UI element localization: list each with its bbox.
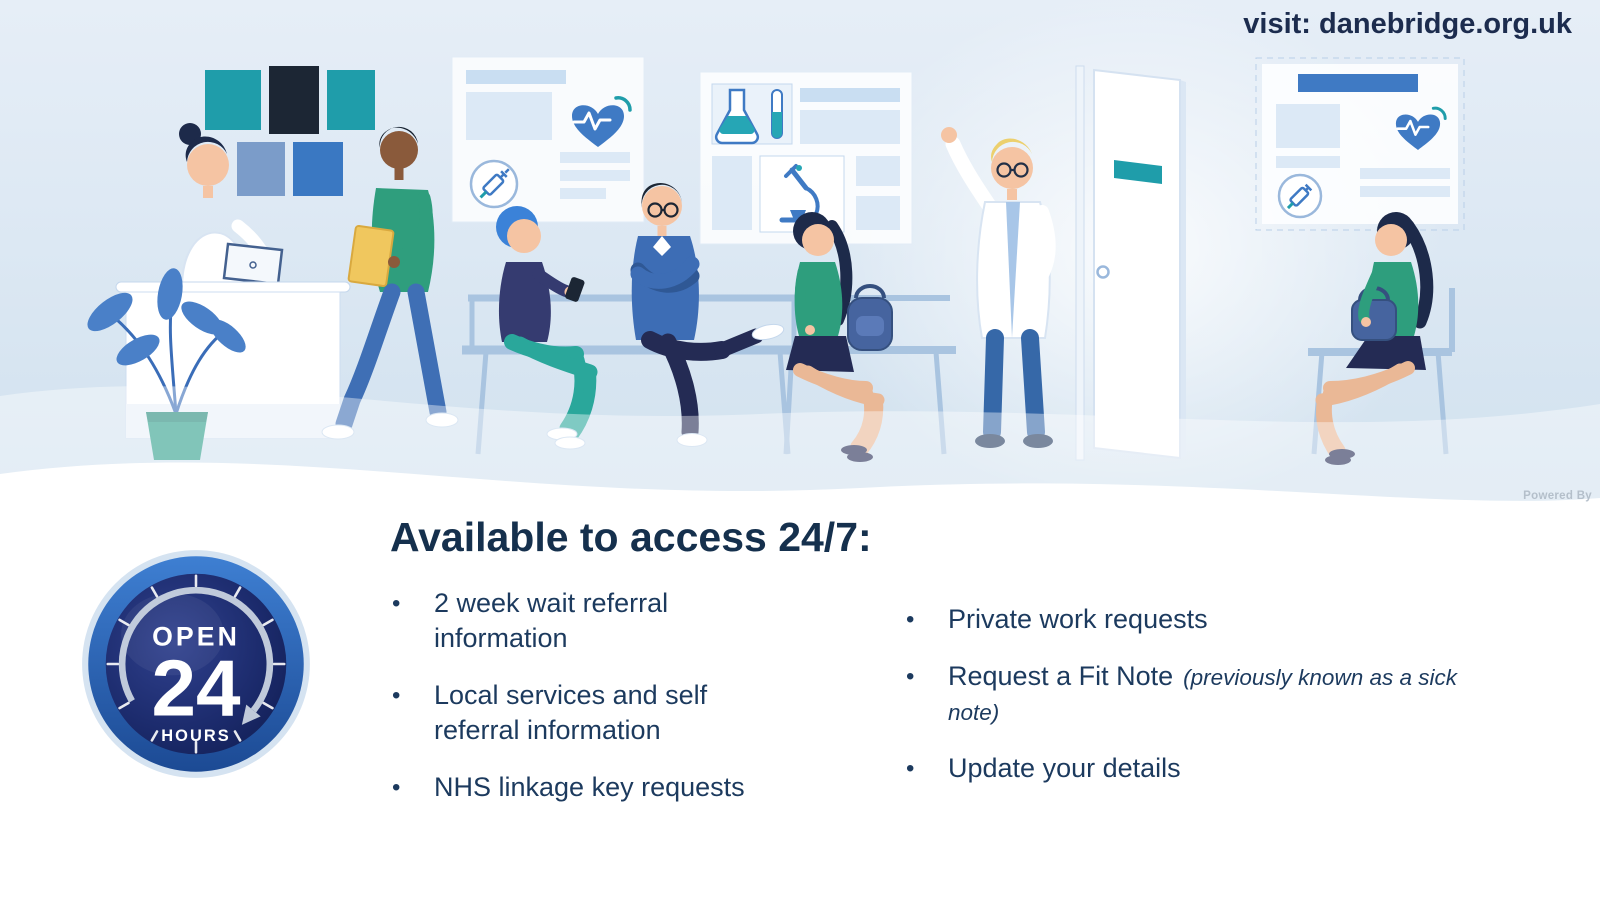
bullet-main-text: Private work requests <box>948 604 1208 634</box>
seated-woman-right <box>1315 212 1434 465</box>
bullet-item-fit-note: • Request a Fit Note(previously known as… <box>906 659 1508 729</box>
bullet-item-update-details: • Update your details <box>906 751 1508 786</box>
plant <box>87 268 246 460</box>
open-24-hours-badge: OPEN 24 HOURS <box>82 550 310 778</box>
seated-man-glasses <box>630 182 785 447</box>
bullet-text: Request a Fit Note(previously known as a… <box>948 659 1508 729</box>
visit-url-text: visit: danebridge.org.uk <box>1243 8 1572 40</box>
bullet-dot: • <box>906 606 915 633</box>
bullet-main-text: Request a Fit Note <box>948 661 1174 692</box>
poster-right <box>1255 57 1465 231</box>
doctor <box>941 127 1056 448</box>
bullet-dot: • <box>906 755 915 783</box>
bullet-note-text: (previously known as a sick note) <box>948 665 1457 726</box>
badge-highlight <box>121 593 224 676</box>
bullet-dot: • <box>392 774 401 802</box>
seated-woman-phone <box>496 206 598 450</box>
page-title: Available to access 24/7: <box>390 514 872 560</box>
heart-ecg-icon <box>1395 106 1447 150</box>
bullet-text: Update your details <box>948 751 1508 786</box>
clock-arrow-icon <box>118 586 274 725</box>
bullet-list-left: • 2 week wait referral information • Loc… <box>392 586 779 827</box>
bullet-dot: • <box>906 663 915 691</box>
seated-woman-green <box>786 212 893 462</box>
bullet-item-2-week-wait: • 2 week wait referral information <box>392 586 779 656</box>
bullet-dot: • <box>392 590 401 617</box>
bullet-list-right: • Private work requests • Request a Fit … <box>906 602 1508 808</box>
bullet-text: NHS linkage key requests <box>434 772 745 803</box>
bullet-item-nhs-linkage: • NHS linkage key requests <box>392 770 779 805</box>
clock-ticks <box>106 574 286 754</box>
walking-man <box>321 126 459 440</box>
backpack <box>847 284 893 351</box>
syringe-icon <box>469 159 519 209</box>
poster-heart <box>451 56 645 223</box>
badge-hours-label: HOURS <box>161 727 231 745</box>
bullet-text: Local services and self referral informa… <box>434 680 708 746</box>
syringe-icon <box>1277 173 1323 219</box>
bullet-item-private-work: • Private work requests <box>906 602 1508 637</box>
badge-face <box>105 573 287 755</box>
bullet-main-text: Update your details <box>948 753 1181 784</box>
badge-open-label: OPEN <box>152 622 240 652</box>
test-tube-icon <box>771 89 783 139</box>
door <box>1075 65 1186 461</box>
powered-by-watermark: Powered By <box>1523 490 1592 502</box>
wall-art <box>205 66 375 196</box>
bullet-item-local-services: • Local services and self referral infor… <box>392 678 779 748</box>
bullet-text: 2 week wait referral information <box>434 588 669 654</box>
badge-24-label: 24 <box>151 643 241 732</box>
flask-icon <box>714 88 760 145</box>
wave-solid <box>0 462 1600 560</box>
waiting-room-illustration <box>0 0 1600 560</box>
bullet-text: Private work requests <box>948 602 1508 637</box>
bullet-dot: • <box>392 682 401 710</box>
heart-ecg-icon <box>572 96 632 147</box>
